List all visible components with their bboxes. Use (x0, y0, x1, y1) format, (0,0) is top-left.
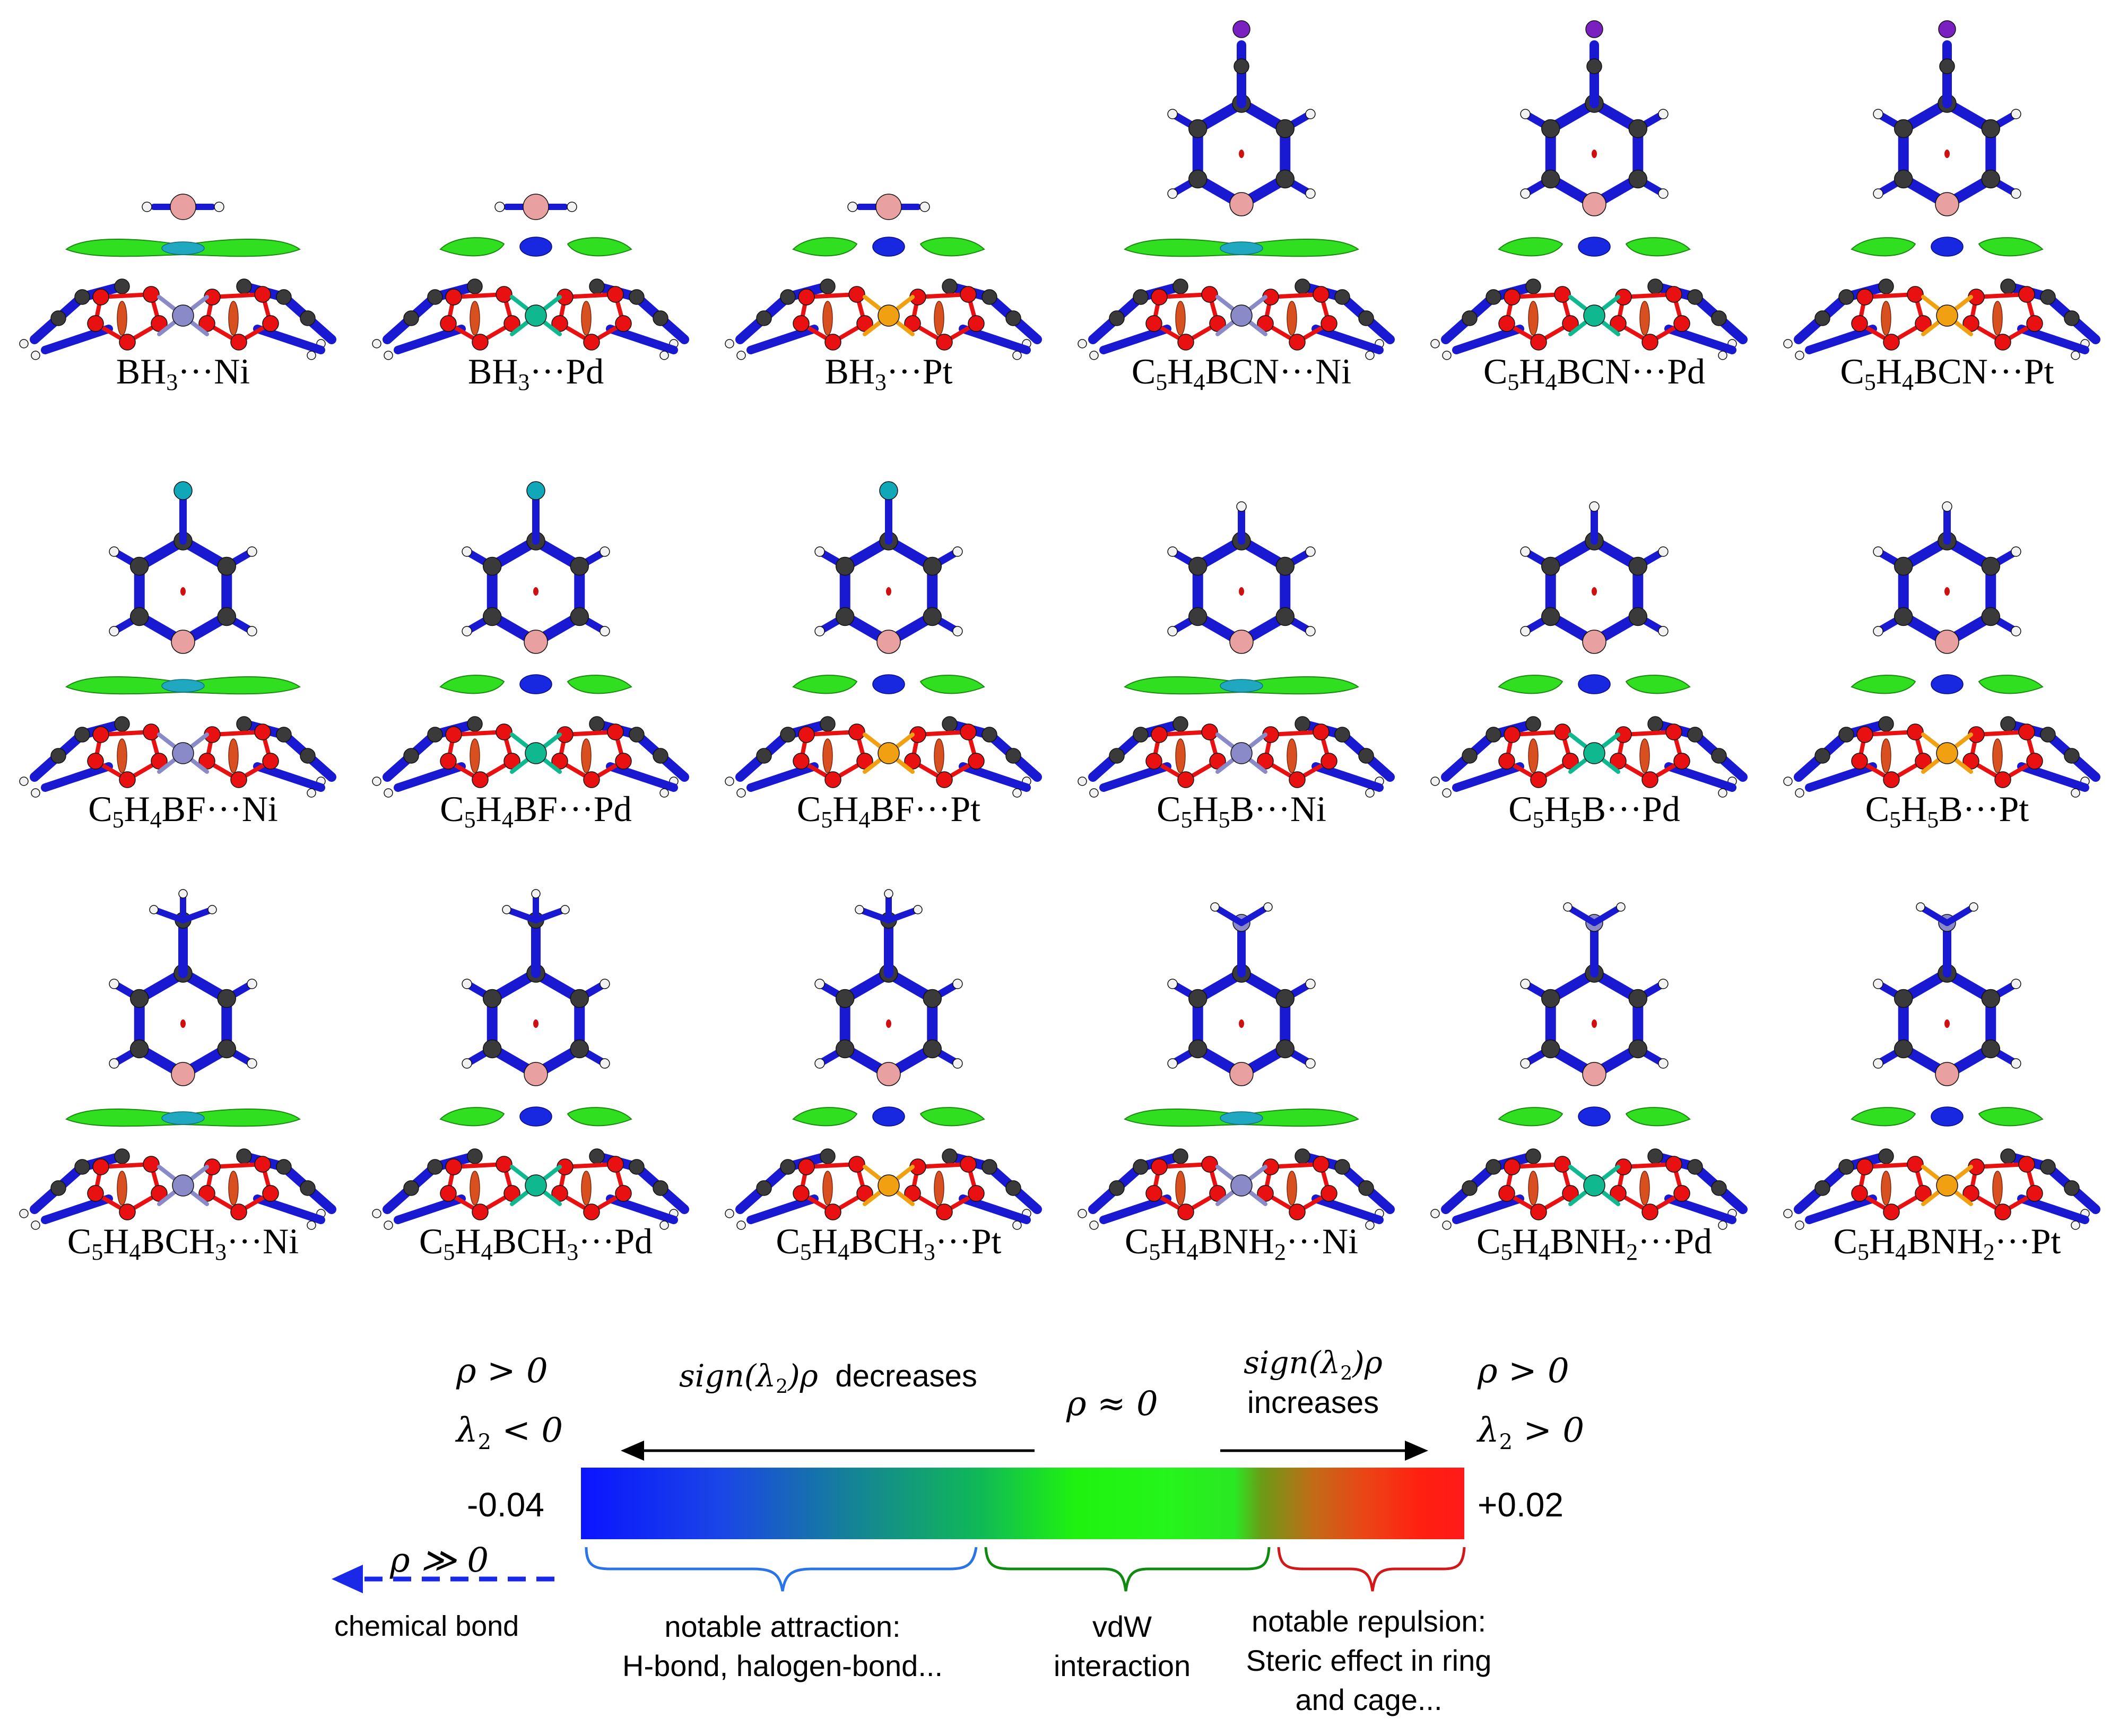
arrow-left (621, 1441, 1035, 1461)
molecule-panel: BH3···Pt (714, 0, 1064, 424)
molecule-label: C5H4BNH2···Pd (1476, 1221, 1712, 1265)
legend-right-lambda: λ2 > 0 (1478, 1411, 1585, 1454)
molecule-label: C5H4BCH3···Pt (776, 1221, 1002, 1265)
molecule-structure (1078, 501, 1395, 798)
molecule-structure (725, 194, 1042, 360)
arrow-chemical-bond (332, 1565, 554, 1593)
scale-max-value: +0.02 (1478, 1486, 1564, 1524)
color-scale-legend: ρ > 0 λ2 < 0 sign(λ2)ρ decreases ρ ≈ 0 s… (0, 1315, 2128, 1736)
legend-left-rho: ρ > 0 (456, 1351, 548, 1391)
molecule-panel: C5H4BF···Pd (361, 438, 711, 862)
molecule-structure (1430, 20, 1748, 360)
molecule-panel: C5H4BCN···Pd (1419, 0, 1769, 424)
brace-repulsion (1277, 1547, 1466, 1592)
molecule-label: C5H4BCH3···Pd (419, 1221, 653, 1265)
molecule-panel: BH3···Pd (361, 0, 711, 424)
legend-vdw: vdW interaction (1053, 1610, 1191, 1682)
molecule-structure (1078, 902, 1395, 1230)
molecule-label: BH3···Ni (116, 351, 250, 395)
molecule-label: C5H4BCH3···Ni (67, 1221, 299, 1265)
molecule-panel: C5H4BCN···Ni (1066, 0, 1417, 424)
molecule-label: C5H4BF···Pt (796, 789, 981, 833)
legend-attraction: notable attraction: H-bond, halogen-bond… (622, 1610, 943, 1682)
molecule-panel: C5H4BF···Pt (714, 438, 1064, 862)
molecule-panel: C5H4BCH3···Pd (361, 870, 711, 1294)
legend-center-rho: ρ ≈ 0 (1066, 1384, 1158, 1424)
brace-attraction (585, 1547, 978, 1592)
molecule-panel: C5H4BNH2···Ni (1066, 870, 1417, 1294)
molecule-label: C5H4BCN···Pt (1840, 351, 2054, 395)
molecule-structure (19, 194, 336, 360)
molecule-label: C5H5B···Pt (1865, 789, 2029, 833)
color-gradient-bar (581, 1468, 1464, 1539)
molecule-panel: C5H4BCH3···Ni (8, 870, 358, 1294)
legend-increases: sign(λ2)ρ increases (1244, 1345, 1383, 1420)
molecule-label: C5H4BF···Pd (440, 789, 632, 833)
molecule-panel: C5H4BCH3···Pt (714, 870, 1064, 1294)
molecule-structure (372, 481, 689, 798)
molecule-label: C5H4BCN···Pd (1483, 351, 1706, 395)
legend-arrows (332, 1441, 1466, 1593)
molecule-structure (1783, 902, 2100, 1230)
molecule-label: C5H4BNH2···Pt (1833, 1221, 2061, 1265)
arrow-right (1220, 1441, 1428, 1461)
scale-min-value: -0.04 (467, 1486, 544, 1524)
molecule-structure (1783, 20, 2100, 360)
molecule-structure (1430, 902, 1748, 1230)
legend-decreases: sign(λ2)ρ decreases (679, 1358, 977, 1398)
molecule-label: C5H4BF···Ni (88, 789, 278, 833)
molecule-label: C5H4BCN···Ni (1131, 351, 1352, 395)
brace-vdw (984, 1547, 1271, 1592)
molecule-panel: BH3···Ni (8, 0, 358, 424)
molecule-label: C5H5B···Pd (1508, 789, 1680, 833)
molecule-panel: C5H5B···Pt (1772, 438, 2122, 862)
legend-bond-rho: ρ ≫ 0 (390, 1541, 489, 1580)
molecule-structure (725, 889, 1042, 1230)
molecule-structure (19, 481, 336, 798)
molecule-structure (19, 889, 336, 1230)
molecule-structure (725, 481, 1042, 798)
molecule-structure (1430, 501, 1748, 798)
molecule-structure (1078, 20, 1395, 360)
molecule-panel: C5H4BF···Ni (8, 438, 358, 862)
molecule-structure (372, 889, 689, 1230)
molecule-label: BH3···Pd (467, 351, 604, 395)
legend-left-lambda: λ2 < 0 (456, 1411, 563, 1454)
molecule-structure (1783, 501, 2100, 798)
legend-repulsion: notable repulsion: Steric effect in ring… (1246, 1604, 1492, 1716)
molecule-panel: C5H4BNH2···Pt (1772, 870, 2122, 1294)
molecule-panel: C5H5B···Pd (1419, 438, 1769, 862)
molecule-label: BH3···Pt (824, 351, 953, 395)
molecule-label: C5H4BNH2···Ni (1125, 1221, 1358, 1265)
molecule-label: C5H5B···Ni (1157, 789, 1326, 833)
molecule-structure (372, 194, 689, 360)
legend-right-rho: ρ > 0 (1478, 1351, 1569, 1391)
molecule-panel: C5H4BCN···Pt (1772, 0, 2122, 424)
legend-chemical-bond: chemical bond (334, 1610, 519, 1642)
molecule-panel: C5H4BNH2···Pd (1419, 870, 1769, 1294)
molecule-panel: C5H5B···Ni (1066, 438, 1417, 862)
